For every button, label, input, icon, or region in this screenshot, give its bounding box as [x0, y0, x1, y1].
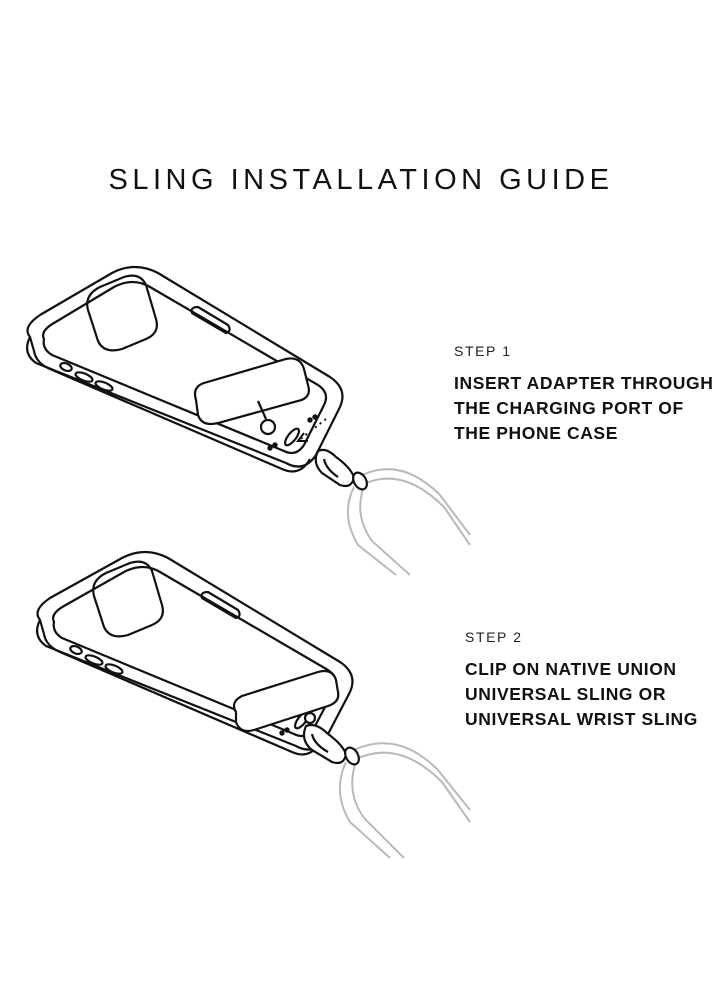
adapter-card-icon [232, 669, 340, 733]
arrow-icon [296, 418, 327, 442]
instruction-line: CLIP ON NATIVE UNION [465, 659, 677, 679]
page-title: SLING INSTALLATION GUIDE [108, 164, 614, 196]
clip-hook-icon [314, 448, 368, 491]
step-1: STEP 1 INSERT ADAPTER THROUGH THE CHARGI… [454, 343, 714, 446]
step-instruction: INSERT ADAPTER THROUGH THE CHARGING PORT… [454, 371, 714, 446]
step-instruction: CLIP ON NATIVE UNION UNIVERSAL SLING OR … [465, 657, 698, 732]
step-2: STEP 2 CLIP ON NATIVE UNION UNIVERSAL SL… [465, 629, 698, 732]
instruction-line: UNIVERSAL SLING OR [465, 684, 667, 704]
adapter-card-icon [193, 357, 310, 436]
instruction-line: THE PHONE CASE [454, 423, 618, 443]
instruction-line: UNIVERSAL WRIST SLING [465, 709, 698, 729]
phone-case-illustration [35, 550, 354, 756]
step1-illustration [25, 265, 471, 576]
instruction-line: INSERT ADAPTER THROUGH [454, 373, 714, 393]
step-label: STEP 2 [465, 629, 523, 645]
instruction-line: THE CHARGING PORT OF [454, 398, 684, 418]
step2-illustration [35, 550, 471, 859]
phone-case-illustration [25, 265, 344, 473]
clip-hook-icon [302, 711, 360, 766]
step-label: STEP 1 [454, 343, 512, 359]
